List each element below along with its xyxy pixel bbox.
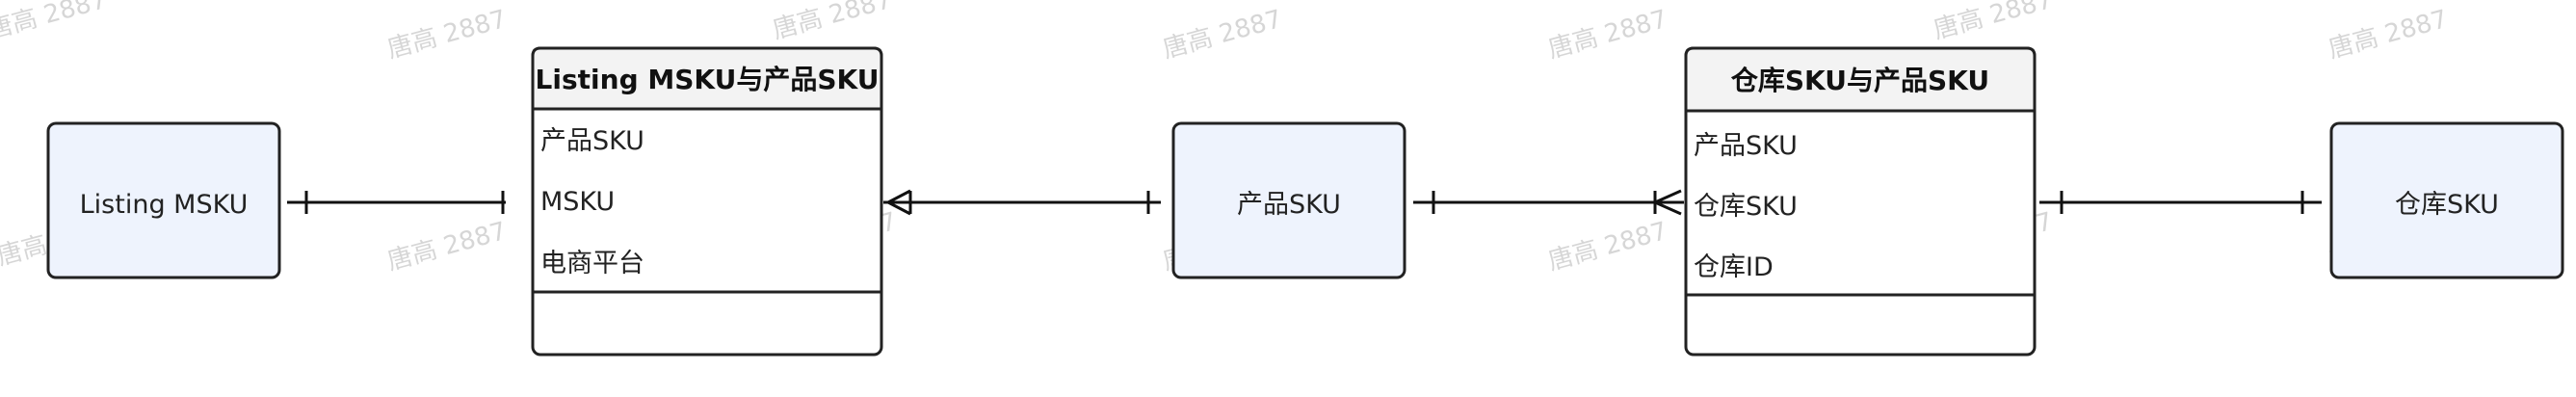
watermark: 唐高 2887 [770,0,895,45]
entity-label: 产品SKU [1237,190,1341,220]
entity-label: 仓库SKU [2395,190,2499,220]
entity-product-sku[interactable]: 产品SKU [1171,121,1406,279]
entity-warehouse-sku[interactable]: 仓库SKU [2329,121,2564,279]
table-listing-product[interactable]: Listing MSKU与产品SKU 产品SKU MSKU 电商平台 [531,46,883,357]
watermark: 唐高 2887 [1545,5,1670,65]
watermark: 唐高 2887 [384,217,510,277]
table-title: Listing MSKU与产品SKU [536,64,880,95]
connector-table2-to-warehouse[interactable] [2039,191,2322,214]
table-row: 仓库SKU [1694,192,1798,222]
watermark: 唐高 2887 [1931,0,2056,45]
entity-listing-msku[interactable]: Listing MSKU [46,121,281,279]
entity-label: Listing MSKU [80,190,249,220]
connector-table1-to-product[interactable] [883,189,1161,216]
table-row: MSKU [540,187,615,217]
table-row: 电商平台 [540,249,644,278]
table-warehouse-product[interactable]: 仓库SKU与产品SKU 产品SKU 仓库SKU 仓库ID [1684,46,2037,357]
table-row: 仓库ID [1694,252,1774,282]
table-row: 产品SKU [1694,131,1798,161]
table-row: 产品SKU [540,126,644,156]
connector-listing-to-table1[interactable] [287,191,506,214]
watermark: 唐高 2887 [0,0,110,45]
watermark: 唐高 2887 [384,5,510,65]
table-title: 仓库SKU与产品SKU [1731,65,1989,96]
watermark: 唐高 2887 [1160,5,1285,65]
watermark: 唐高 2887 [1545,217,1670,277]
connector-product-to-table2[interactable] [1413,189,1684,216]
watermark: 唐高 2887 [2326,5,2451,65]
